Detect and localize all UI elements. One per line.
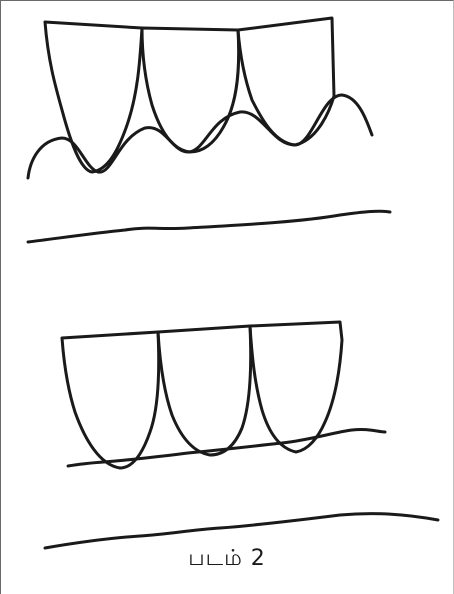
lower-jaw-line <box>45 514 438 548</box>
upper-illustration <box>28 18 390 242</box>
lower-gum-line <box>68 429 385 466</box>
lower-tooth-2 <box>158 326 251 455</box>
upper-tooth-2 <box>142 28 239 152</box>
lower-tooth-1 <box>62 332 159 468</box>
upper-tooth-1 <box>45 22 142 172</box>
figure-caption: படம் 2 <box>0 546 454 574</box>
upper-tooth-3 <box>238 18 334 145</box>
upper-gum-line <box>28 95 372 178</box>
lower-tooth-3 <box>250 322 342 452</box>
lower-illustration <box>45 322 438 548</box>
upper-jaw-line <box>28 211 390 242</box>
